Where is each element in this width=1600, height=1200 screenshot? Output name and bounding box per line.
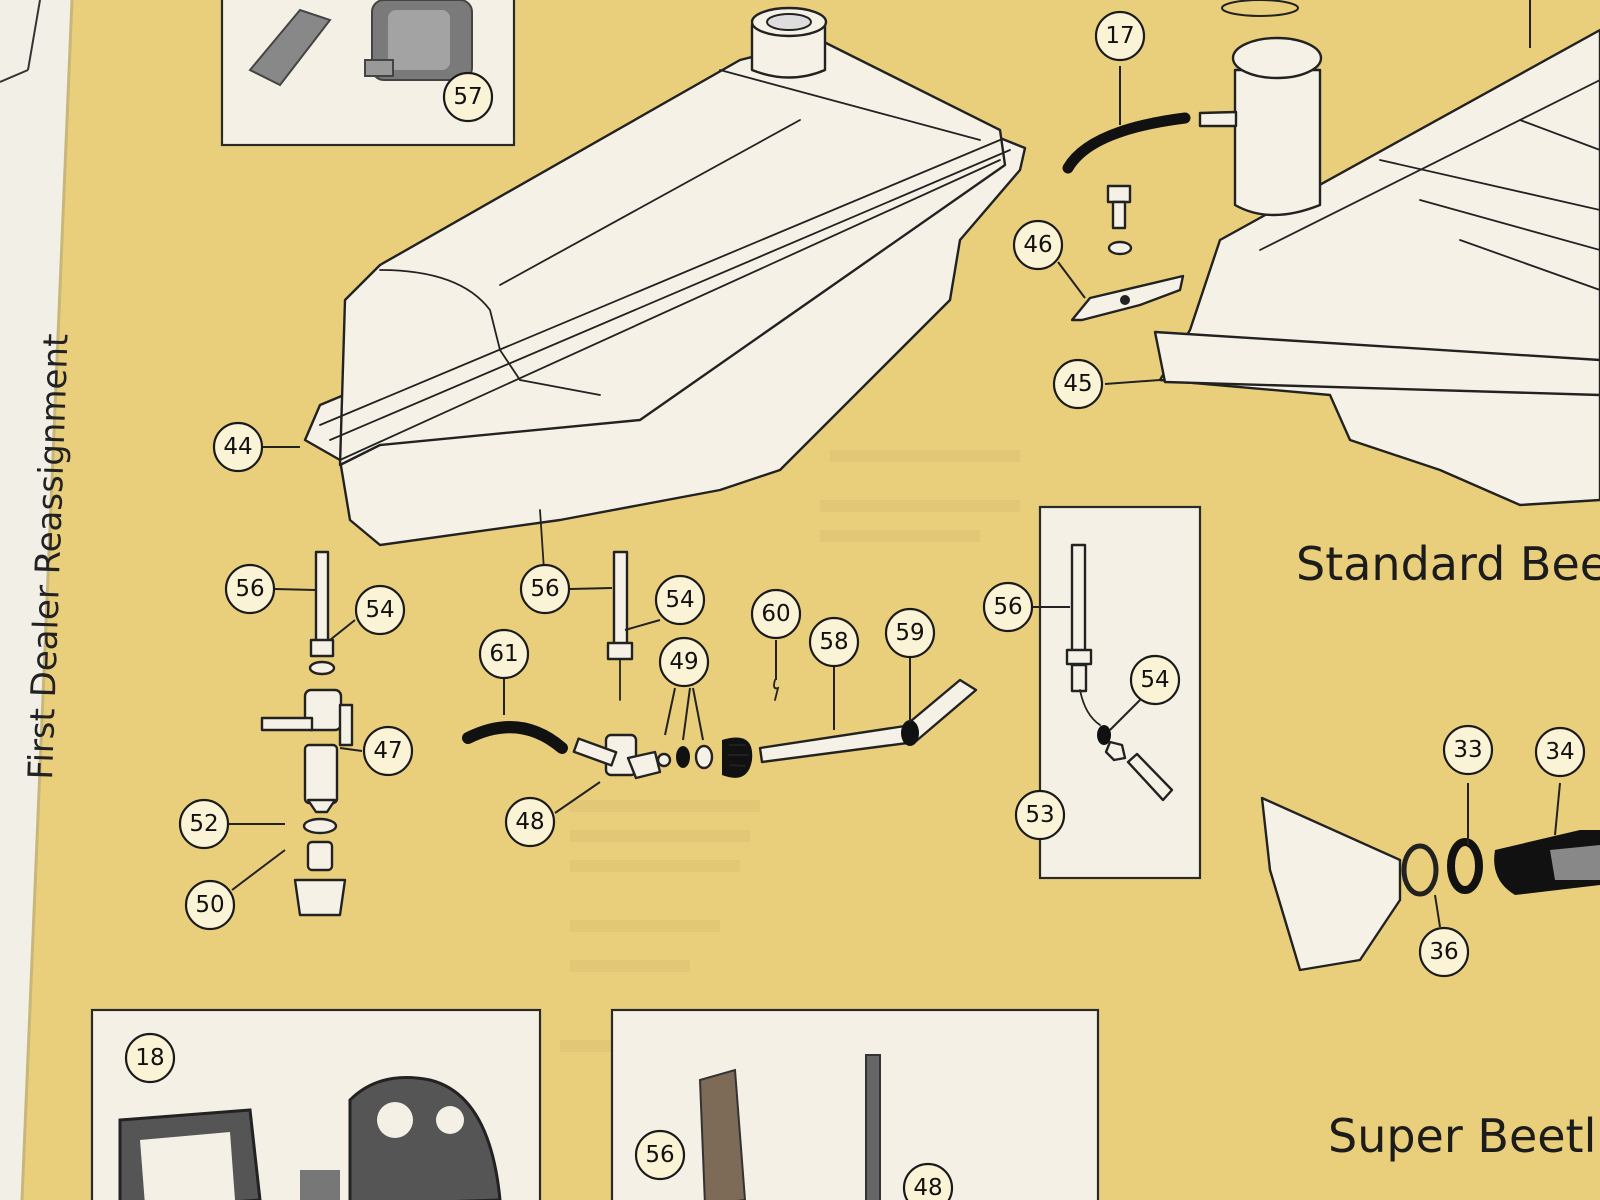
svg-text:36: 36 — [1429, 939, 1458, 965]
callout-36: 36 — [1418, 926, 1470, 978]
callout-34: 34 — [1534, 726, 1586, 778]
fuel-tap-assembly-center — [462, 550, 978, 780]
svg-text:54: 54 — [1140, 667, 1169, 693]
heater-coupler — [1260, 796, 1600, 972]
tank-right-partial — [1153, 0, 1600, 507]
callout-44: 44 — [212, 421, 264, 473]
svg-text:60: 60 — [761, 601, 790, 627]
photo-panel-56-48 — [610, 1008, 1100, 1200]
fuel-tap-assembly-left — [260, 550, 354, 917]
svg-text:59: 59 — [895, 620, 924, 646]
callout-53: 53 — [1014, 789, 1066, 841]
heading-super-beetle: Super Beetl — [1328, 1109, 1596, 1163]
svg-text:50: 50 — [195, 892, 224, 918]
callout-56-left: 56 — [224, 563, 276, 615]
callout-58: 58 — [808, 616, 860, 668]
svg-text:17: 17 — [1105, 23, 1134, 49]
callout-59: 59 — [884, 607, 936, 659]
callout-49: 49 — [658, 636, 710, 688]
callout-61: 61 — [478, 628, 530, 680]
left-page-strip: First Dealer Reassignment — [0, 0, 77, 1200]
svg-text:56: 56 — [235, 576, 264, 602]
callout-48: 48 — [504, 796, 556, 848]
svg-text:52: 52 — [189, 811, 218, 837]
fuel-tank — [303, 6, 1027, 586]
svg-text:56: 56 — [993, 594, 1022, 620]
bracket-hardware — [1070, 184, 1185, 322]
callout-18: 18 — [124, 1032, 176, 1084]
callout-17: 17 — [1094, 10, 1146, 62]
svg-text:54: 54 — [365, 597, 394, 623]
callout-54-right: 54 — [1129, 654, 1181, 706]
callout-50: 50 — [184, 879, 236, 931]
svg-text:48: 48 — [913, 1175, 942, 1200]
svg-text:56: 56 — [645, 1142, 674, 1168]
callout-54-left: 54 — [354, 584, 406, 636]
callout-46: 46 — [1012, 219, 1064, 271]
svg-text:49: 49 — [669, 649, 698, 675]
callout-56-right: 56 — [982, 581, 1034, 633]
svg-text:47: 47 — [373, 738, 402, 764]
svg-text:33: 33 — [1453, 737, 1482, 763]
svg-text:56: 56 — [530, 576, 559, 602]
callout-47: 47 — [362, 725, 414, 777]
photo-panel-18 — [90, 1008, 542, 1200]
svg-text:18: 18 — [135, 1045, 164, 1071]
callout-33: 33 — [1442, 724, 1494, 776]
svg-text:34: 34 — [1545, 739, 1574, 765]
callout-45: 45 — [1052, 358, 1104, 410]
svg-text:57: 57 — [453, 84, 482, 110]
callout-52: 52 — [178, 798, 230, 850]
svg-text:61: 61 — [489, 641, 518, 667]
heading-standard-beetle: Standard Bee — [1296, 537, 1600, 591]
callout-56-center: 56 — [519, 563, 571, 615]
svg-text:44: 44 — [223, 434, 252, 460]
svg-text:46: 46 — [1023, 232, 1052, 258]
leader-lines — [228, 66, 1561, 928]
svg-text:58: 58 — [819, 629, 848, 655]
callout-57: 57 — [442, 71, 494, 123]
svg-text:53: 53 — [1025, 802, 1054, 828]
callout-54-center: 54 — [654, 574, 706, 626]
svg-text:45: 45 — [1063, 371, 1092, 397]
breather-hose — [1062, 112, 1191, 174]
callout-56-photo: 56 — [634, 1129, 686, 1181]
callout-48-photo: 48 — [902, 1162, 954, 1200]
callout-60: 60 — [750, 588, 802, 640]
svg-text:48: 48 — [515, 809, 544, 835]
svg-text:54: 54 — [665, 587, 694, 613]
